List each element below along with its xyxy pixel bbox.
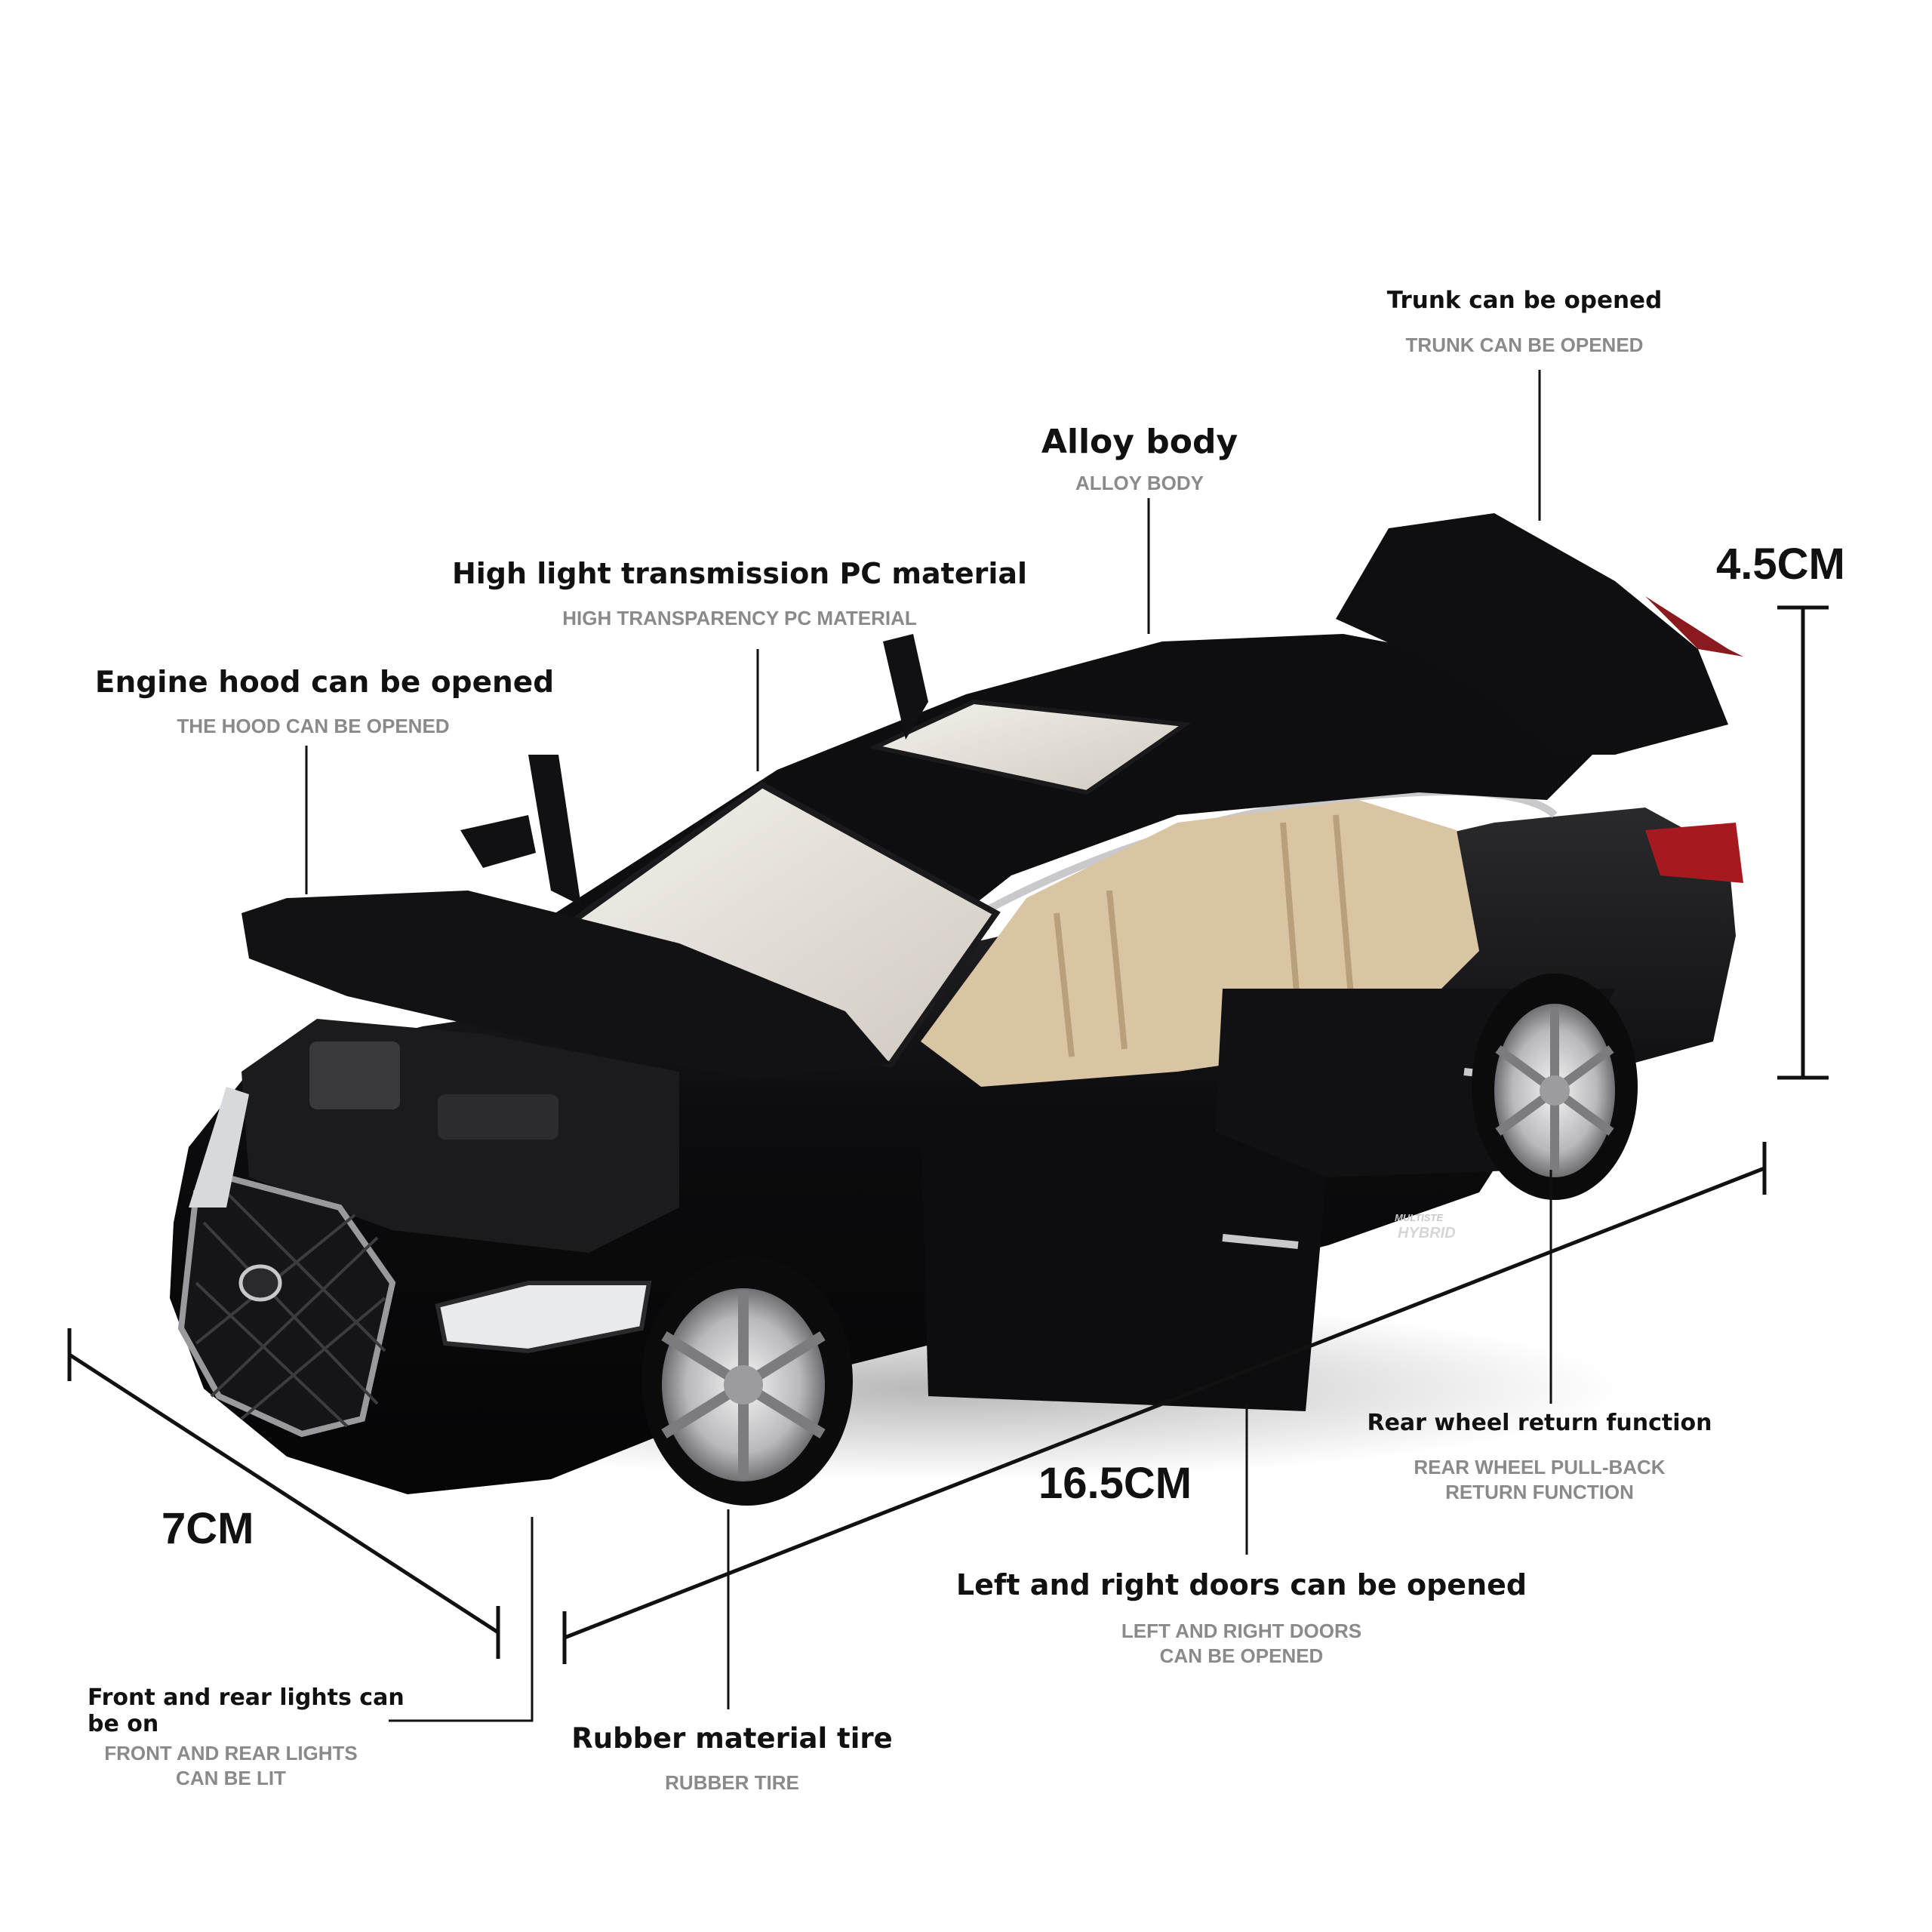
label-rear-wheel: Rear wheel return function REAR WHEEL PU… [1351,1410,1728,1504]
hybrid-badge-top: MULTISTE [1395,1212,1443,1223]
dimension-length: 16.5CM [1038,1459,1192,1508]
label-tire-title: Rubber material tire [571,1722,893,1755]
label-rear-wheel-subtitle-2: RETURN FUNCTION [1445,1481,1634,1503]
label-hood: Engine hood can be opened THE HOOD CAN B… [75,666,574,738]
label-hood-title: Engine hood can be opened [94,666,555,700]
brand-emblem [238,1264,282,1302]
engine-hood [242,891,891,1079]
trunk-lid [1336,513,1728,755]
hybrid-badge: HYBRID [1398,1225,1456,1241]
label-lights-subtitle-2: CAN BE LIT [176,1767,286,1789]
dimension-lines [67,605,1829,1664]
sunroof-glass [868,699,1192,795]
label-lights-title-2: be on [88,1711,159,1737]
dimension-width: 7CM [162,1504,254,1553]
label-trunk: Trunk can be opened TRUNK CAN BE OPENED [1313,287,1736,357]
dim-length-line [564,1166,1765,1640]
label-alloy-title: Alloy body [1041,423,1238,461]
label-pc: High light transmission PC material HIGH… [423,557,1057,630]
label-hood-subtitle: THE HOOD CAN BE OPENED [177,715,450,737]
label-trunk-title: Trunk can be opened [1386,287,1663,314]
label-doors-title: Left and right doors can be opened [955,1568,1527,1601]
front-grille [177,1174,396,1438]
label-trunk-subtitle: TRUNK CAN BE OPENED [1405,334,1644,356]
label-lights-title-1: Front and rear lights can [88,1684,405,1711]
rear-wheel [1472,974,1638,1200]
far-door-right [883,634,928,740]
label-alloy: Alloy body ALLOY BODY [928,423,1351,495]
label-rear-wheel-title: Rear wheel return function [1367,1410,1712,1436]
front-door [921,1117,1328,1411]
label-doors-subtitle-2: CAN BE OPENED [1159,1644,1324,1667]
headlight [435,1281,652,1354]
label-rear-wheel-subtitle-1: REAR WHEEL PULL-BACK [1414,1456,1666,1478]
leader-lights [389,1517,534,1722]
label-alloy-subtitle: ALLOY BODY [1075,472,1204,494]
label-doors: Left and right doors can be opened LEFT … [943,1568,1540,1668]
far-door-left [528,755,581,906]
label-tire-subtitle: RUBBER TIRE [665,1771,799,1794]
dim-width-line [68,1352,500,1635]
label-lights-subtitle-1: FRONT AND REAR LIGHTS [104,1742,358,1764]
tail-light [1645,823,1743,883]
side-mirror [460,815,536,868]
label-doors-subtitle-1: LEFT AND RIGHT DOORS [1121,1620,1362,1642]
front-wheel [641,1257,853,1506]
label-lights: Front and rear lights can be on FRONT AN… [88,1684,480,1790]
label-tire: Rubber material tire RUBBER TIRE [543,1722,921,1795]
label-pc-title: High light transmission PC material [451,557,1028,590]
dimension-height: 4.5CM [1716,540,1845,589]
label-pc-subtitle: HIGH TRANSPARENCY PC MATERIAL [562,607,917,629]
fog-light [189,1087,249,1208]
leader-lines [305,370,1552,1722]
